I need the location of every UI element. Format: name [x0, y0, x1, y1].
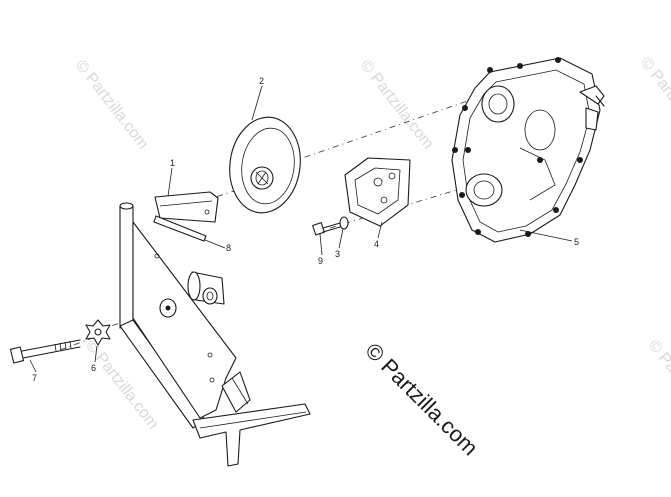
- bolt-9: [312, 222, 341, 236]
- faint-watermark-5: © Partzilla.com: [645, 337, 671, 432]
- callout-7: 7: [32, 373, 37, 383]
- callout-4: 4: [374, 239, 379, 249]
- mount-bracket: [344, 157, 411, 227]
- shim-plate: [153, 215, 207, 242]
- bushing-cylinder: [187, 271, 225, 305]
- callout-9: 9: [318, 256, 323, 266]
- chaincase-housing: [451, 57, 605, 243]
- washer-3: [339, 216, 349, 230]
- faint-watermark-1: © Partzilla.com: [72, 57, 152, 152]
- callout-3: 3: [335, 249, 340, 259]
- faint-watermark-3: © Partzilla.com: [637, 54, 671, 149]
- star-washer-6: [85, 319, 111, 346]
- bracket-plate: [154, 191, 219, 223]
- callout-1: 1: [170, 158, 175, 168]
- callout-labels: 1 2 3 4 5 6 7 8 9: [32, 76, 579, 383]
- callout-2: 2: [259, 76, 264, 86]
- faint-watermark-2: © Partzilla.com: [357, 57, 437, 152]
- support-frame: [119, 202, 311, 467]
- callout-6: 6: [91, 363, 96, 373]
- callout-8: 8: [226, 243, 231, 253]
- partzilla-watermark: © Partzilla.com: [360, 338, 483, 461]
- clutch-sheave-disc: [229, 116, 301, 214]
- long-bolt-7: [9, 339, 81, 364]
- callout-5: 5: [574, 237, 579, 247]
- callout-leaders: [29, 85, 573, 373]
